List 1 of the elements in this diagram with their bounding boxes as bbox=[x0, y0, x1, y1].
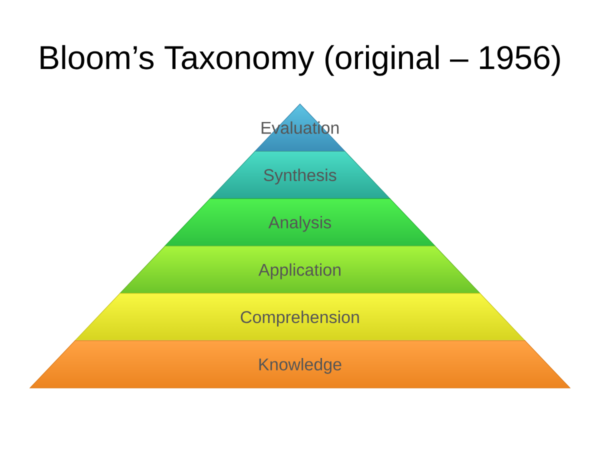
title: Bloom’s Taxonomy (original – 1956) bbox=[40, 45, 560, 76]
